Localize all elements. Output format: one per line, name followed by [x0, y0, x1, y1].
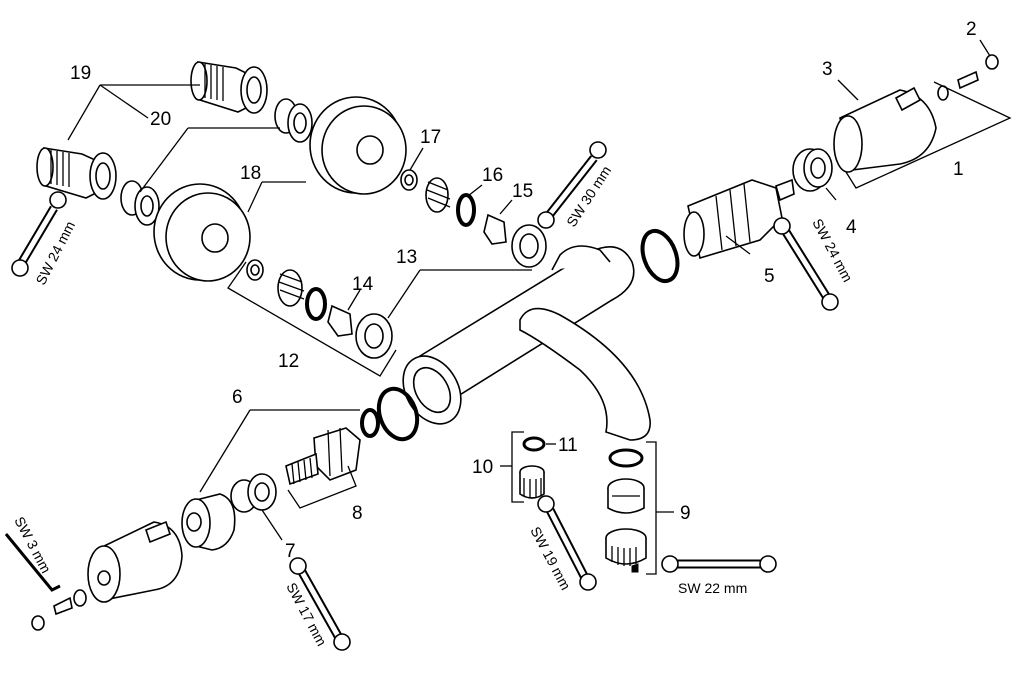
callout-12: 12 — [278, 351, 299, 372]
callout-7: 7 — [285, 541, 296, 562]
wrench-icon-sw24-left — [11, 191, 67, 277]
part-5-thermostat-cartridge — [640, 178, 795, 284]
part-10-adapter — [519, 465, 545, 499]
wrench-icon-sw17 — [289, 557, 351, 651]
hex-key-icon — [4, 533, 61, 592]
bracket-10 — [511, 431, 524, 503]
mixer-body — [402, 245, 651, 441]
part-15-16-17-upper-valve — [400, 147, 547, 268]
wrench-icon-sw22 — [661, 555, 777, 573]
callout-16: 16 — [482, 165, 503, 186]
tool-label-sw30: SW 30 mm — [563, 163, 614, 230]
part-6-temperature-handle — [181, 493, 236, 551]
callout-19: 19 — [70, 63, 91, 84]
wrench-icon-sw30 — [537, 141, 607, 229]
callout-10: 10 — [472, 457, 493, 478]
wrench-icon-sw19 — [537, 495, 597, 591]
part-12-13-14-lower-valve — [246, 259, 532, 359]
part-3-handle-cap-right — [833, 86, 937, 173]
callout-14: 14 — [352, 274, 374, 295]
part-2-screw-right — [937, 54, 999, 101]
tool-label-sw22: SW 22 mm — [678, 580, 747, 596]
part-18-rosettes — [153, 96, 407, 282]
callout-6: 6 — [232, 387, 243, 408]
part-2-screw-left — [31, 589, 87, 631]
part-19-20-connectors — [36, 61, 313, 226]
bracket-8 — [287, 465, 357, 509]
bracket-9 — [646, 441, 657, 575]
callout-18: 18 — [240, 163, 261, 184]
bracket-12 — [227, 261, 397, 377]
callout-8: 8 — [352, 503, 363, 524]
wrench-icon-sw24-right — [773, 217, 839, 311]
part-8-cartridge — [285, 386, 420, 486]
part-11-oring — [522, 436, 546, 452]
callout-13: 13 — [396, 247, 417, 268]
part-4-nut — [792, 148, 833, 192]
callout-15: 15 — [512, 181, 533, 202]
bracket-1 — [845, 81, 1012, 189]
callout-5: 5 — [764, 266, 775, 287]
leaders-19-20 — [67, 84, 280, 193]
callout-11: 11 — [558, 435, 578, 456]
callout-17: 17 — [420, 127, 441, 148]
callout-2: 2 — [966, 19, 977, 40]
part-9-aerator — [605, 448, 647, 573]
callout-20: 20 — [150, 109, 171, 130]
callout-9: 9 — [680, 503, 691, 524]
callout-3: 3 — [822, 59, 833, 80]
callout-4: 4 — [846, 217, 857, 238]
callout-1: 1 — [953, 159, 964, 180]
part-3-handle-cap-left — [87, 520, 183, 603]
part-7-adapter — [230, 473, 283, 541]
